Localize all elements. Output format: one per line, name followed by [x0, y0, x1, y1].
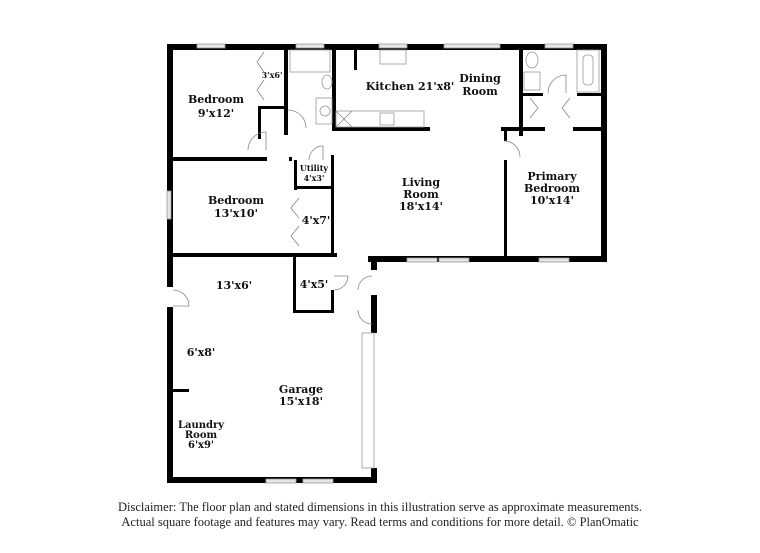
storage-a-dims: 13'x6'	[216, 279, 252, 292]
utility-name: Utility	[300, 163, 328, 173]
window	[378, 43, 408, 49]
kitchen-sink	[379, 49, 407, 65]
window	[166, 190, 172, 220]
window	[295, 43, 325, 49]
living-name2: Room	[403, 188, 439, 201]
laundry-name2: Room	[185, 430, 218, 441]
dining-name2: Room	[462, 85, 498, 98]
bedroom-w-name: Bedroom	[208, 194, 264, 207]
utility-dims: 4'x3'	[304, 173, 325, 183]
bedroom-w-dims: 13'x10'	[214, 207, 258, 220]
kitchen-label: Kitchen 21'x8'	[366, 80, 455, 93]
laundry-name: Laundry	[178, 420, 225, 431]
bathtub	[289, 49, 331, 73]
interior-walls	[167, 44, 607, 392]
window	[406, 257, 438, 263]
garage-name: Garage	[279, 383, 323, 396]
window	[265, 478, 297, 484]
windows	[166, 43, 574, 484]
living-name: Living	[402, 176, 440, 189]
closet-nw-dims: 3'x6'	[262, 70, 283, 80]
window	[544, 43, 574, 49]
primary-name: Primary	[527, 170, 577, 183]
living-dims: 18'x14'	[399, 200, 443, 213]
disclaimer-line-2: Actual square footage and features may v…	[121, 515, 639, 529]
closet-w-dims: 4'x7'	[302, 214, 331, 227]
garage-door	[361, 332, 375, 469]
fixtures	[289, 49, 600, 128]
toilet	[525, 51, 539, 69]
dining-name: Dining	[459, 72, 501, 85]
window	[302, 478, 334, 484]
bedroom-nw-name: Bedroom	[188, 93, 244, 106]
window	[443, 43, 501, 49]
doors	[172, 51, 571, 469]
room-labels: 3'x6' Bedroom 9'x12' Kitchen 21'x8' Dini…	[178, 70, 580, 451]
primary-dims: 10'x14'	[530, 194, 574, 207]
primary-name2: Bedroom	[524, 182, 580, 195]
garage-dims: 15'x18'	[279, 395, 323, 408]
sink	[319, 105, 331, 117]
bedroom-nw-dims: 9'x12'	[198, 107, 234, 120]
vanity	[523, 71, 541, 91]
window	[538, 257, 570, 263]
toilet	[321, 74, 333, 90]
laundry-dims: 6'x9'	[188, 440, 214, 451]
window	[196, 43, 226, 49]
stove	[379, 112, 395, 126]
closet-s-dims: 4'x5'	[300, 278, 329, 291]
window	[438, 257, 470, 263]
storage-b-dims: 6'x8'	[187, 346, 216, 359]
disclaimer-line-1: Disclaimer: The floor plan and stated di…	[118, 500, 642, 514]
